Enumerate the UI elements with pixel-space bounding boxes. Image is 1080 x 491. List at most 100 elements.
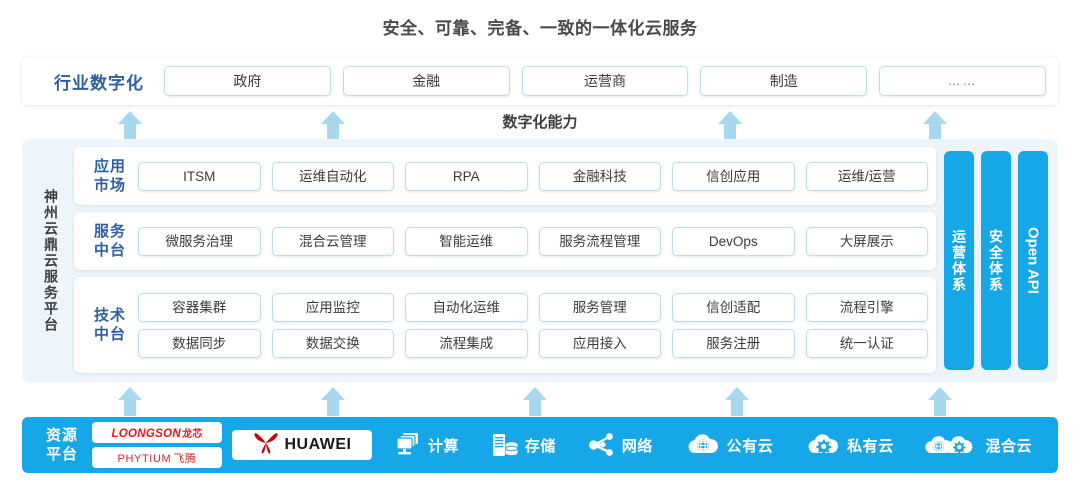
chip-large-screen-display[interactable]: 大屏展示 (805, 226, 928, 256)
compute-icon (394, 432, 422, 458)
resource-item-list: 计算 存储 (378, 432, 1048, 458)
chip-devops[interactable]: DevOps (672, 226, 795, 256)
resource-platform-label: 资源 平台 (32, 426, 92, 464)
chip-line: 数据同步 数据交换 流程集成 应用接入 服务注册 统一认证 (138, 328, 928, 358)
storage-icon (491, 432, 519, 458)
upflow-arrow-upper-2 (320, 110, 346, 140)
capability-caption: 数字化能力 (502, 114, 578, 131)
row-lines-service-platform: 微服务治理 混合云管理 智能运维 服务流程管理 DevOps 大屏展示 (138, 226, 928, 256)
resource-item-compute[interactable]: 计算 (394, 432, 459, 458)
chip-data-exchange[interactable]: 数据交换 (271, 328, 394, 358)
chip-process-engine[interactable]: 流程引擎 (805, 292, 928, 322)
chip-xinchuang-app[interactable]: 信创应用 (672, 161, 795, 191)
public-cloud-icon (685, 432, 721, 458)
row-label-line1: 应用 (93, 158, 126, 175)
industry-chip-government[interactable]: 政府 (164, 66, 331, 96)
chip-fintech[interactable]: 金融科技 (538, 161, 661, 191)
platform-row-list: 应用 市场 ITSM 运维自动化 RPA 金融科技 信创应用 运维/运营 (74, 147, 936, 374)
resource-item-private-cloud[interactable]: 私有云 (805, 432, 894, 458)
resource-item-label: 计算 (427, 437, 459, 455)
loongson-logo: LOONGSON龙芯 (92, 422, 222, 443)
upflow-arrow-lower-5 (927, 386, 953, 416)
resource-item-label: 网络 (621, 437, 653, 455)
row-label-technology-platform: 技术 中台 (82, 306, 138, 344)
industry-chip-finance[interactable]: 金融 (342, 66, 510, 96)
industry-band-label: 行业数字化 (54, 73, 144, 93)
private-cloud-icon (805, 432, 841, 458)
chip-data-sync[interactable]: 数据同步 (138, 328, 261, 358)
resource-item-label: 私有云 (847, 437, 894, 455)
chip-xinchuang-adaptation[interactable]: 信创适配 (672, 292, 795, 322)
chip-container-cluster[interactable]: 容器集群 (138, 292, 261, 322)
row-label-service-platform: 服务 中台 (82, 222, 138, 260)
cloud-platform-panel: 神州云鼎云服务平台 应用 市场 ITSM 运维自动化 RPA 金融科技 (22, 139, 1058, 382)
chip-process-integration[interactable]: 流程集成 (405, 328, 528, 358)
chip-rpa[interactable]: RPA (405, 161, 528, 191)
chip-microservice-governance[interactable]: 微服务治理 (138, 226, 261, 256)
upflow-arrow-lower-2 (320, 386, 346, 416)
platform-body: 应用 市场 ITSM 运维自动化 RPA 金融科技 信创应用 运维/运营 (74, 147, 1048, 374)
chip-line: ITSM 运维自动化 RPA 金融科技 信创应用 运维/运营 (138, 161, 928, 191)
row-label-line2: 中台 (93, 326, 126, 343)
resource-label-line1: 资源 (45, 427, 78, 444)
pillar-operations-system[interactable]: 运营体系 (944, 151, 974, 370)
industry-band: 行业数字化 政府 金融 运营商 制造 …… (22, 57, 1058, 105)
upflow-arrow-lower-1 (117, 386, 143, 416)
network-icon (588, 432, 616, 458)
row-label-line2: 中台 (93, 242, 126, 259)
chip-unified-auth[interactable]: 统一认证 (805, 328, 928, 358)
hybrid-cloud-icon (925, 432, 979, 458)
upflow-arrow-lower-3 (522, 386, 548, 416)
resource-item-label: 公有云 (726, 437, 774, 455)
upflow-arrow-lower-4 (724, 386, 750, 416)
chip-line: 微服务治理 混合云管理 智能运维 服务流程管理 DevOps 大屏展示 (138, 226, 928, 256)
upflow-arrow-upper-3 (717, 110, 743, 140)
row-label-line1: 技术 (93, 307, 126, 324)
chip-itsm[interactable]: ITSM (138, 161, 261, 191)
resource-item-label: 存储 (524, 437, 556, 455)
row-application-market: 应用 市场 ITSM 运维自动化 RPA 金融科技 信创应用 运维/运营 (74, 147, 936, 205)
resource-item-label: 混合云 (985, 437, 1032, 455)
platform-vertical-label: 神州云鼎云服务平台 (43, 188, 59, 333)
industry-chip-manufacturing[interactable]: 制造 (700, 66, 868, 96)
industry-chip-telecom[interactable]: 运营商 (521, 66, 689, 96)
row-lines-application-market: ITSM 运维自动化 RPA 金融科技 信创应用 运维/运营 (138, 161, 928, 191)
huawei-logo-text: HUAWEI (284, 436, 352, 453)
upflow-arrow-upper-1 (117, 110, 143, 140)
page-title: 安全、可靠、完备、一致的一体化云服务 (382, 19, 698, 38)
upflow-arrow-upper-4 (922, 110, 948, 140)
chip-hybrid-cloud-mgmt[interactable]: 混合云管理 (271, 226, 394, 256)
huawei-flower-icon (253, 432, 279, 459)
resource-label-line2: 平台 (45, 446, 78, 463)
chip-service-process-mgmt[interactable]: 服务流程管理 (538, 226, 661, 256)
row-label-line2: 市场 (93, 177, 126, 194)
pillar-open-api[interactable]: Open API (1018, 151, 1048, 370)
chip-intelligent-ops[interactable]: 智能运维 (405, 226, 528, 256)
resource-item-storage[interactable]: 存储 (491, 432, 556, 458)
chip-service-management[interactable]: 服务管理 (538, 292, 661, 322)
row-lines-technology-platform: 容器集群 应用监控 自动化运维 服务管理 信创适配 流程引擎 数据同步 数据交换… (138, 292, 928, 358)
chip-automated-ops[interactable]: 自动化运维 (405, 292, 528, 322)
row-technology-platform: 技术 中台 容器集群 应用监控 自动化运维 服务管理 信创适配 流程引擎 (74, 277, 936, 373)
resource-item-network[interactable]: 网络 (588, 432, 653, 458)
chip-service-registry[interactable]: 服务注册 (672, 328, 795, 358)
pillar-security-system[interactable]: 安全体系 (981, 151, 1011, 370)
chip-app-access[interactable]: 应用接入 (538, 328, 661, 358)
chip-app-monitoring[interactable]: 应用监控 (271, 292, 394, 322)
row-label-line1: 服务 (93, 223, 126, 240)
row-label-application-market: 应用 市场 (82, 157, 138, 195)
row-service-platform: 服务 中台 微服务治理 混合云管理 智能运维 服务流程管理 DevOps 大屏展… (74, 212, 936, 270)
industry-chip-more[interactable]: …… (879, 66, 1046, 96)
resource-item-hybrid-cloud[interactable]: 混合云 (925, 432, 1032, 458)
resource-item-public-cloud[interactable]: 公有云 (685, 432, 774, 458)
industry-chip-list: 政府 金融 运营商 制造 …… (164, 66, 1046, 96)
chip-ops-operations[interactable]: 运维/运营 (805, 161, 928, 191)
huawei-logo: HUAWEI (232, 430, 372, 460)
chip-ops-automation[interactable]: 运维自动化 (271, 161, 394, 191)
chip-line: 容器集群 应用监控 自动化运维 服务管理 信创适配 流程引擎 (138, 292, 928, 322)
